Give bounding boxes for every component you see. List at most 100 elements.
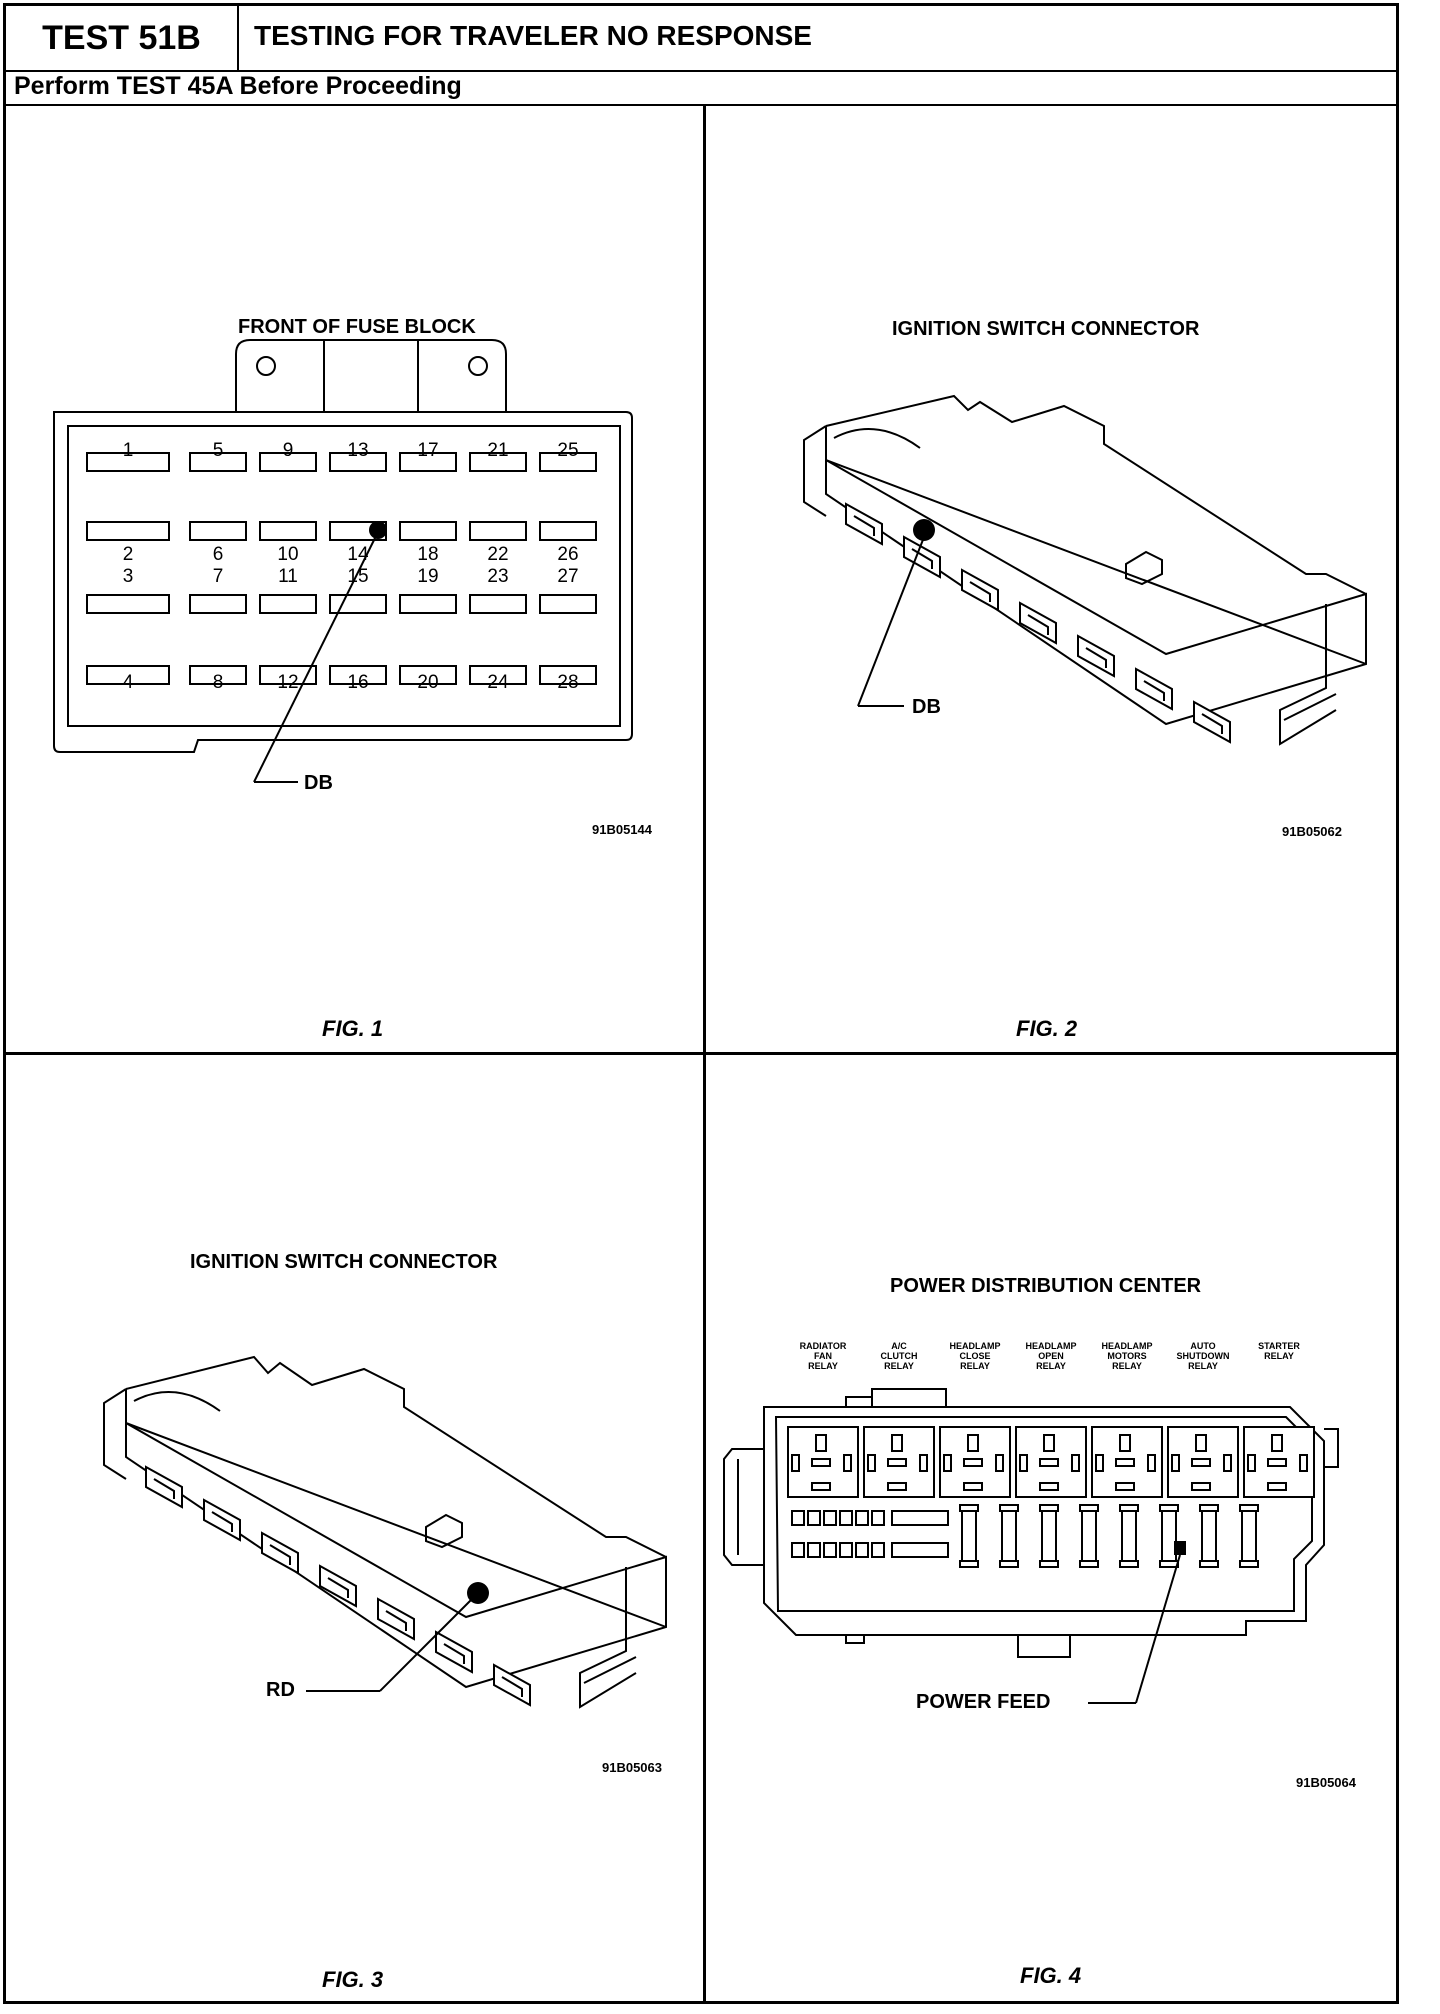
connector-cavity (1193, 700, 1231, 744)
connector-cavity (203, 1498, 241, 1542)
fuse-number: 12 (277, 672, 299, 693)
fuse-number: 1 (122, 440, 134, 461)
relay-pin (1271, 1434, 1283, 1452)
fuse-number: 25 (557, 440, 579, 461)
connector-cavity (1135, 667, 1173, 711)
relay-label-line: HEADLAMP (1025, 1341, 1077, 1351)
fig3-callout: RD (266, 1679, 295, 1701)
mini-fuse (807, 1542, 821, 1558)
relay-pin (1115, 1458, 1135, 1467)
connector-terminal (269, 1544, 291, 1565)
fuse-cap (1159, 1560, 1179, 1568)
fuse-slot (259, 521, 317, 541)
fuse-number: 7 (212, 566, 224, 587)
connector-cavity (1077, 634, 1115, 678)
fuse-number: 14 (347, 544, 369, 565)
relay-pin (1043, 1434, 1055, 1452)
fuse-number: 11 (278, 566, 298, 587)
relay-pin (1267, 1458, 1287, 1467)
horizontal-divider (6, 1052, 1396, 1055)
fuse-slot (259, 594, 317, 614)
fuse-slot (399, 594, 457, 614)
relay-pin (815, 1434, 827, 1452)
connector-cavity (961, 568, 999, 612)
fuse-number: 9 (282, 440, 294, 461)
fuse-number: 27 (557, 566, 579, 587)
connector-cavity (435, 1630, 473, 1674)
cartridge-fuse (1241, 1506, 1257, 1566)
fuse-slot (189, 452, 247, 472)
relay-pin (1039, 1482, 1059, 1491)
fuse-number: 20 (417, 672, 439, 693)
relay-pin (887, 1482, 907, 1491)
fuse-slot (469, 665, 527, 685)
fig1-title: FRONT OF FUSE BLOCK (238, 316, 476, 338)
connector-terminal (1201, 713, 1223, 734)
relay-pin (867, 1454, 876, 1472)
connector-terminal (501, 1676, 523, 1697)
fuse-number: 18 (417, 544, 439, 565)
relay-label-line: HEADLAMP (949, 1341, 1001, 1351)
fuse-block-drawing (53, 339, 633, 783)
relay-pin (891, 1434, 903, 1452)
power-distribution-drawing (723, 1388, 1339, 1704)
relay-pin (1191, 1482, 1211, 1491)
cartridge-fuse (1081, 1506, 1097, 1566)
relay-pin (995, 1454, 1004, 1472)
fuse-cap (1199, 1504, 1219, 1512)
relay-label-line: RELAY (1264, 1351, 1294, 1361)
mini-fuse (855, 1542, 869, 1558)
fuse-number: 28 (557, 672, 579, 693)
fuse-slot (399, 521, 457, 541)
relay-pin (1191, 1458, 1211, 1467)
fuse-number: 21 (487, 440, 509, 461)
relay-pin (811, 1482, 831, 1491)
fuse-number: 4 (122, 672, 134, 693)
relay-label-line: CLOSE (959, 1351, 991, 1361)
fuse-slot (259, 452, 317, 472)
fig4-title: POWER DISTRIBUTION CENTER (890, 1275, 1202, 1297)
cartridge-fuse (1121, 1506, 1137, 1566)
fuse-number: 19 (417, 566, 439, 587)
relay-pin (943, 1454, 952, 1472)
test-sheet: TEST 51B TESTING FOR TRAVELER NO RESPONS… (3, 3, 1399, 2004)
fuse-cap (959, 1560, 979, 1568)
relay-label-line: FAN (814, 1351, 832, 1361)
relay-pin (791, 1454, 800, 1472)
relay-pin (963, 1458, 983, 1467)
relay-pin (1171, 1454, 1180, 1472)
fuse-slot (86, 452, 170, 472)
fig3-title: IGNITION SWITCH CONNECTOR (190, 1251, 498, 1273)
relay-label-line: RELAY (884, 1361, 914, 1371)
fuse-slot (189, 521, 247, 541)
cartridge-fuse (1161, 1506, 1177, 1566)
relay-label-line: RELAY (808, 1361, 838, 1371)
fuse-number: 24 (487, 672, 509, 693)
relay-pin (1115, 1482, 1135, 1491)
relay-pin (1299, 1454, 1308, 1472)
cartridge-fuse (1041, 1506, 1057, 1566)
fuse-cap (1079, 1504, 1099, 1512)
fig2-panel: IGNITION SWITCH CONNECTOR D (706, 104, 1402, 1052)
mini-fuse (839, 1542, 853, 1558)
fuse-cap (1039, 1504, 1059, 1512)
relay-label-line: SHUTDOWN (1176, 1351, 1230, 1361)
fig2-caption: FIG. 2 (1016, 1016, 1078, 1041)
fuse-slot (86, 521, 170, 541)
relay-pin (1247, 1454, 1256, 1472)
relay-pin (1119, 1434, 1131, 1452)
fuse-slot (86, 594, 170, 614)
fuse-slot (189, 594, 247, 614)
relay-label-line: STARTER (1258, 1341, 1300, 1351)
mini-fuse (807, 1510, 821, 1526)
fuse-number: 16 (347, 672, 369, 693)
mini-fuse (823, 1542, 837, 1558)
fuse-slot (399, 665, 457, 685)
relay-label-line: RELAY (1188, 1361, 1218, 1371)
fig1-callout: DB (304, 772, 333, 794)
mini-fuse (871, 1510, 885, 1526)
fuse-slot (329, 665, 387, 685)
relay-pin (1223, 1454, 1232, 1472)
relay-pin (887, 1458, 907, 1467)
fuse-number: 6 (212, 544, 224, 565)
